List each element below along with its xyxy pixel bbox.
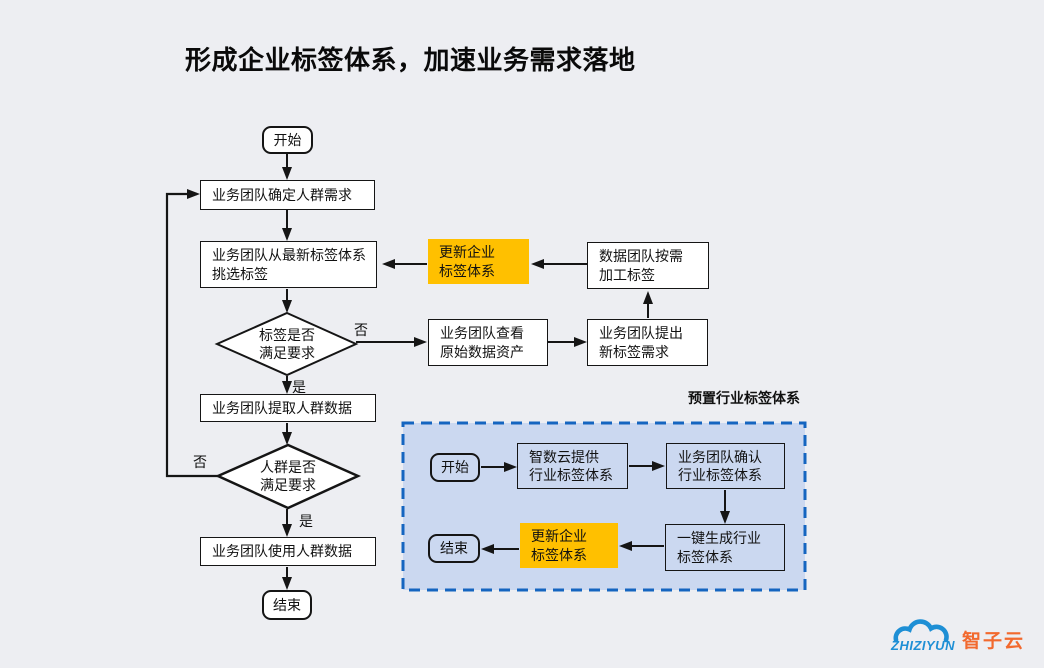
- node-use-data: 业务团队使用人群数据: [200, 537, 376, 566]
- decision-labels-ok-text: 标签是否 满足要求: [259, 326, 315, 361]
- cloud-icon: [893, 619, 949, 643]
- branch-label-yes-2: 是: [299, 513, 313, 529]
- branch-label-no-2: 否: [193, 454, 207, 470]
- branch-label-no-1: 否: [354, 322, 368, 338]
- node-preset-start: 开始: [430, 453, 480, 482]
- node-start: 开始: [262, 126, 313, 154]
- node-preset-confirm: 业务团队确认 行业标签体系: [666, 443, 785, 489]
- logo-chinese-text: 智子云: [962, 631, 1026, 652]
- node-preset-provide: 智数云提供 行业标签体系: [517, 443, 628, 489]
- edge-decision2-no-loop: [165, 189, 218, 478]
- decision-crowd-ok-shape: [214, 443, 362, 510]
- node-confirm-demand: 业务团队确定人群需求: [200, 180, 375, 210]
- page-title: 形成企业标签体系，加速业务需求落地: [185, 45, 636, 75]
- decision-crowd-ok-text: 人群是否 满足要求: [260, 458, 316, 493]
- decision-labels-ok-shape: [214, 311, 359, 377]
- zhiziyun-logo: ZHIZIYUN 智子云: [882, 614, 1042, 664]
- node-end: 结束: [262, 590, 312, 620]
- node-process-labels: 数据团队按需 加工标签: [587, 242, 709, 289]
- node-update-system: 更新企业 标签体系: [428, 239, 529, 284]
- node-propose-labels: 业务团队提出 新标签需求: [587, 319, 708, 366]
- node-preset-update: 更新企业 标签体系: [520, 523, 618, 568]
- node-pick-labels: 业务团队从最新标签体系 挑选标签: [200, 241, 377, 288]
- node-preset-end: 结束: [428, 534, 480, 563]
- preset-panel-title: 预置行业标签体系: [688, 390, 800, 406]
- decision-shapes: [214, 311, 362, 510]
- node-preset-generate: 一键生成行业 标签体系: [665, 524, 785, 571]
- connectors: [165, 154, 730, 590]
- branch-label-yes-1: 是: [292, 379, 306, 395]
- node-extract-data: 业务团队提取人群数据: [200, 394, 376, 422]
- node-view-assets: 业务团队查看 原始数据资产: [428, 319, 548, 366]
- logo-latin-text: ZHIZIYUN: [891, 638, 955, 653]
